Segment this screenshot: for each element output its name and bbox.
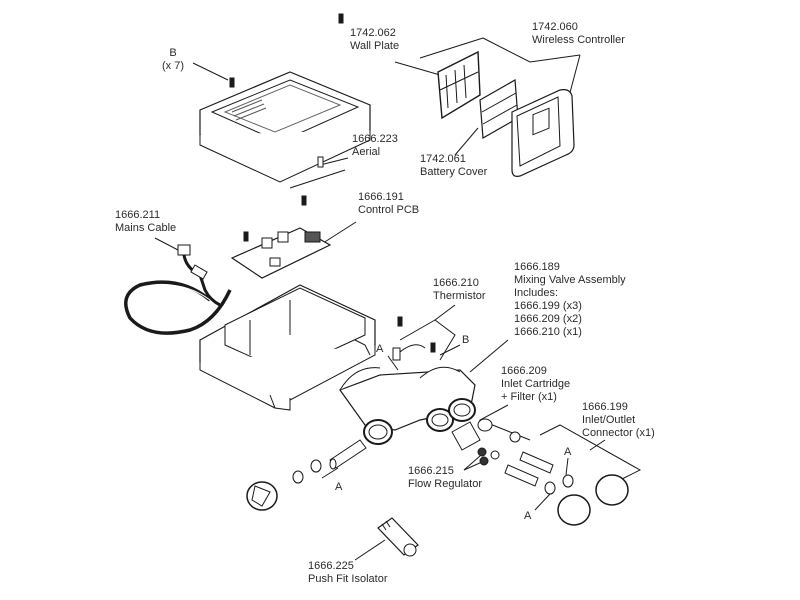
screw-icons bbox=[229, 13, 436, 353]
label-push-fit-isolator: 1666.225 Push Fit Isolator bbox=[308, 560, 388, 585]
callout-a-right: A bbox=[564, 446, 572, 458]
bracket-inlet-outlet-connector bbox=[539, 424, 642, 481]
leader-battery-cover bbox=[454, 127, 479, 156]
flow-regulator-icon bbox=[479, 456, 489, 466]
right-connector-icons bbox=[558, 475, 628, 525]
callout-a-bottom: A bbox=[524, 510, 532, 522]
aerial-wire bbox=[289, 169, 346, 189]
leader-flow-regulator-1 bbox=[463, 455, 481, 471]
label-battery-cover: 1742.061 Battery Cover bbox=[420, 153, 488, 178]
callout-a-thermistor: A bbox=[376, 343, 384, 355]
label-inlet-cartridge: 1666.209 Inlet Cartridge + Filter (x1) bbox=[501, 365, 571, 403]
callout-b-thermistor: B bbox=[462, 334, 470, 346]
label-screw-b: B (x 7) bbox=[162, 47, 184, 72]
screw-icon bbox=[430, 342, 436, 353]
cartridge-filter-icon bbox=[478, 419, 492, 431]
leader-wall-plate bbox=[394, 61, 441, 76]
label-flow-regulator: 1666.215 Flow Regulator bbox=[408, 465, 482, 490]
leader-aerial bbox=[319, 157, 349, 166]
flow-regulator-icon bbox=[490, 450, 500, 460]
leader-mains-cable bbox=[154, 237, 179, 251]
o-ring-icons bbox=[293, 460, 573, 494]
screw-icon bbox=[338, 13, 344, 24]
screw-icon bbox=[397, 316, 403, 327]
leader-b-thermistor bbox=[439, 344, 461, 356]
leader-a-thermistor bbox=[387, 355, 399, 371]
o-ring-icon bbox=[545, 482, 555, 494]
base-housing-icon bbox=[200, 285, 375, 410]
inlet-cartridge-icon bbox=[452, 422, 480, 450]
leader-a-bottom bbox=[534, 493, 551, 511]
outlet-tube-icons bbox=[505, 452, 553, 486]
label-inlet-outlet-connector: 1666.199 Inlet/Outlet Connector (x1) bbox=[582, 401, 655, 439]
callout-a-left: A bbox=[335, 481, 343, 493]
inlet-cartridge-icons bbox=[452, 419, 520, 450]
bracket-wireless-controller-top bbox=[482, 37, 581, 63]
screw-icon bbox=[243, 231, 249, 242]
wireless-controller-icon bbox=[512, 90, 574, 177]
label-aerial: 1666.223 Aerial bbox=[352, 133, 398, 158]
label-wall-plate: 1742.062 Wall Plate bbox=[350, 27, 400, 52]
outlet-tube-icon bbox=[505, 465, 538, 486]
leader-flow-regulator-2 bbox=[463, 461, 483, 471]
o-ring-icon bbox=[311, 460, 321, 472]
wall-plate-icon bbox=[438, 52, 480, 118]
screw-icon bbox=[229, 77, 235, 88]
thermistor-icon bbox=[393, 345, 425, 360]
bracket-thermistor-arm bbox=[399, 319, 436, 341]
bracket-thermistor bbox=[434, 304, 456, 361]
leader-control-pcb bbox=[319, 221, 357, 246]
control-pcb-icon bbox=[232, 228, 330, 278]
mixing-valve-icon bbox=[340, 367, 475, 444]
o-ring-icon bbox=[293, 471, 303, 483]
flow-regulator-icon bbox=[477, 447, 487, 457]
leader-inlet-outlet-connector bbox=[589, 439, 606, 451]
connector-icon bbox=[596, 475, 628, 505]
bracket-wireless-controller-left bbox=[419, 37, 484, 59]
battery-cover-icon bbox=[480, 80, 518, 138]
mains-cable-icon bbox=[126, 245, 230, 333]
flow-regulator-icons bbox=[477, 447, 500, 466]
leader-mixing-valve bbox=[469, 339, 509, 373]
outlet-tube-icon bbox=[520, 452, 553, 473]
label-mixing-valve: 1666.189 Mixing Valve Assembly Includes:… bbox=[514, 261, 626, 338]
label-wireless-controller: 1742.060 Wireless Controller bbox=[532, 21, 625, 46]
leader-push-fit-isolator bbox=[354, 539, 386, 561]
leader-a-right bbox=[565, 457, 569, 476]
aerial-icon bbox=[318, 157, 323, 167]
connector-icon bbox=[247, 482, 277, 510]
leader-screw-b bbox=[192, 62, 229, 81]
label-control-pcb: 1666.191 Control PCB bbox=[358, 191, 420, 216]
push-fit-isolator-icon bbox=[378, 518, 418, 556]
inlet-tube-icon bbox=[330, 440, 366, 469]
connector-icon bbox=[558, 495, 590, 525]
o-ring-icon bbox=[563, 475, 573, 487]
cartridge-seal-icon bbox=[510, 432, 520, 442]
leader-a-left bbox=[321, 467, 339, 479]
label-mains-cable: 1666.211 Mains Cable bbox=[115, 209, 177, 234]
screw-icon bbox=[301, 195, 307, 206]
top-cover-icon bbox=[200, 72, 370, 182]
label-thermistor: 1666.210 Thermistor bbox=[433, 277, 486, 302]
